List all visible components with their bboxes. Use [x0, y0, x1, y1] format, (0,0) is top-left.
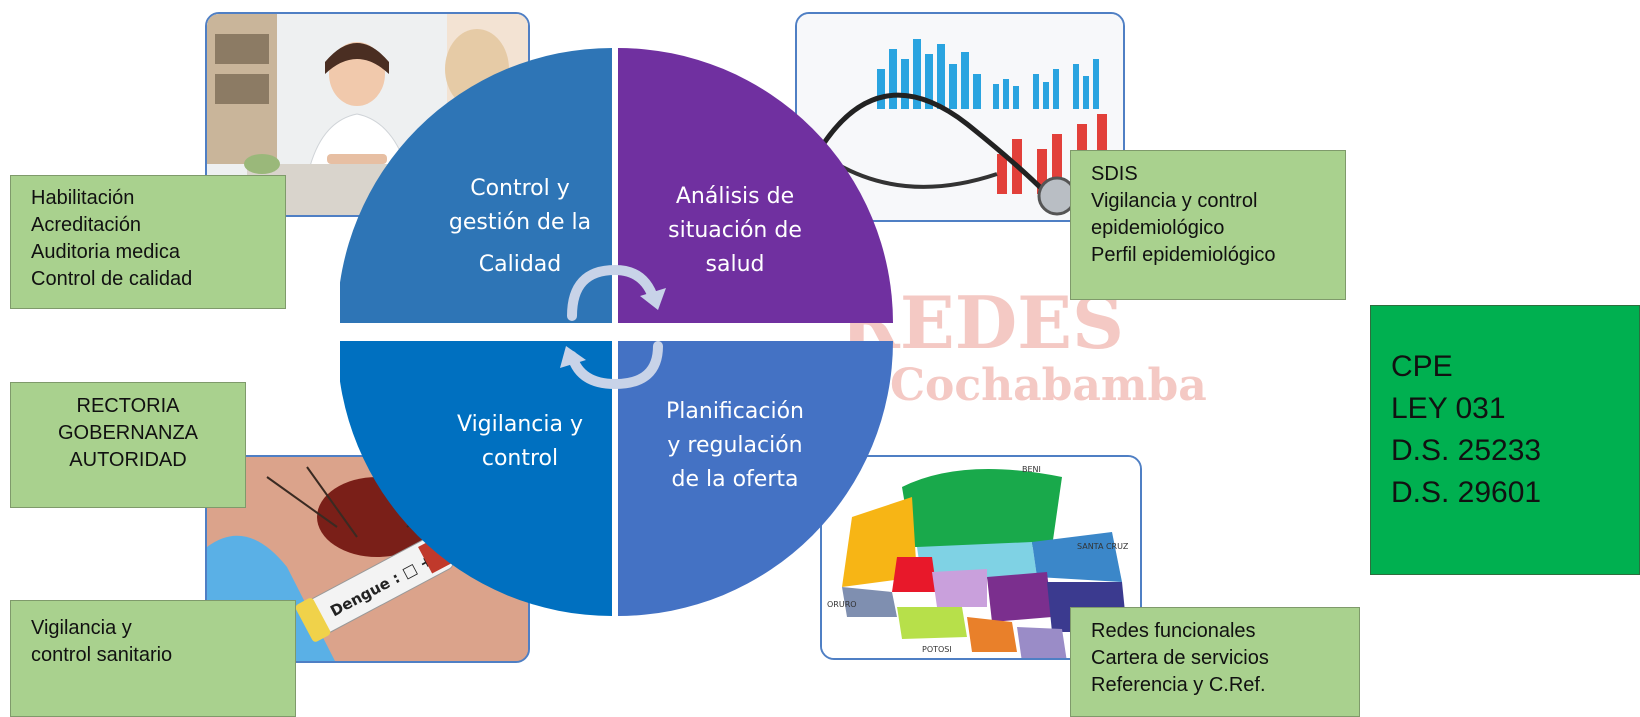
box-analisis-item: Perfil epidemiológico — [1091, 244, 1276, 266]
box-redes-item: Redes funcionales — [1091, 620, 1256, 642]
legal-item: LEY 031 — [1391, 392, 1506, 425]
box-calidad-item: Auditoria medica — [31, 241, 180, 263]
box-vigilancia-item: control sanitario — [31, 644, 173, 666]
map-label-potosi: POTOSI — [922, 645, 952, 654]
box-calidad: Habilitación Acreditación Auditoria medi… — [10, 175, 286, 309]
box-rectoria: RECTORIA GOBERNANZA AUTORIDAD — [10, 382, 246, 508]
quadrant-calidad-label: Control y gestión de la Calidad — [430, 172, 610, 282]
quadrant-planificacion-line: de la oferta — [671, 467, 799, 492]
quadrant-planificacion — [618, 341, 893, 616]
quadrant-calidad-line: Control y — [470, 176, 570, 201]
box-calidad-item: Habilitación — [31, 187, 135, 209]
cycle-diagram — [340, 48, 893, 616]
map-label-beni: BENI — [1022, 465, 1041, 474]
quadrant-analisis-label: Análisis de situación de salud — [645, 180, 825, 282]
quadrant-planificacion-label: Planificación y regulación de la oferta — [645, 395, 825, 497]
map-label-santa-cruz: SANTA CRUZ — [1077, 542, 1129, 551]
box-redes-item: Referencia y C.Ref. — [1091, 674, 1266, 696]
quadrant-vigilancia-line: Vigilancia y — [457, 412, 583, 437]
quadrant-analisis-line: situación de — [668, 218, 802, 243]
box-analisis-item: SDIS — [1091, 163, 1138, 185]
box-analisis-item: epidemiológico — [1091, 217, 1225, 239]
legal-framework-box: CPE LEY 031 D.S. 25233 D.S. 29601 — [1370, 305, 1640, 575]
box-analisis-item: Vigilancia y control — [1091, 190, 1258, 212]
box-calidad-item: Acreditación — [31, 214, 142, 236]
quadrant-vigilancia-line: control — [481, 446, 559, 471]
box-analisis: SDIS Vigilancia y control epidemiológico… — [1070, 150, 1346, 300]
box-rectoria-item: RECTORIA — [76, 395, 180, 417]
box-calidad-item: Control de calidad — [31, 268, 193, 290]
quadrant-calidad-line: gestión de la — [448, 210, 592, 235]
watermark-cochabamba: Cochabamba — [890, 360, 1207, 411]
legal-item: D.S. 25233 — [1391, 434, 1542, 467]
box-redes: Redes funcionales Cartera de servicios R… — [1070, 607, 1360, 717]
box-rectoria-item: AUTORIDAD — [69, 449, 187, 471]
legal-item: D.S. 29601 — [1391, 476, 1542, 509]
quadrant-planificacion-line: Planificación — [666, 399, 804, 424]
box-redes-item: Cartera de servicios — [1091, 647, 1269, 669]
box-rectoria-item: GOBERNANZA — [57, 422, 199, 444]
quadrant-planificacion-line: y regulación — [667, 433, 803, 458]
legal-item: CPE — [1391, 350, 1453, 383]
cycle-arrows-icon — [560, 264, 666, 390]
map-label-oruro: ORURO — [827, 600, 857, 609]
quadrant-calidad-line: Calidad — [478, 252, 562, 277]
quadrant-calidad — [340, 48, 612, 323]
box-vigilancia-item: Vigilancia y — [31, 617, 132, 639]
quadrant-vigilancia — [340, 341, 612, 616]
quadrant-analisis-line: Análisis de — [675, 184, 795, 209]
quadrant-analisis-line: salud — [705, 252, 765, 277]
quadrant-analisis — [618, 48, 893, 323]
quadrant-vigilancia-label: Vigilancia y control — [430, 408, 610, 476]
box-vigilancia: Vigilancia y control sanitario — [10, 600, 296, 717]
